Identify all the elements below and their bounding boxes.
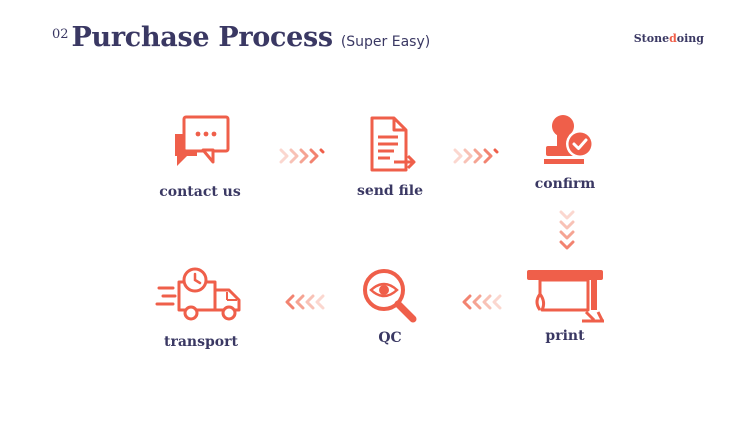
step-transport: transport [146, 266, 256, 350]
brand-name-start: Stone [633, 32, 670, 45]
chevrons-down-icon [559, 210, 575, 250]
step-label: confirm [534, 176, 596, 192]
brand-name-accent: d [669, 32, 677, 45]
chat-bubbles-icon [175, 115, 230, 166]
page-header: 02 Purchase Process (Super Easy) [52, 22, 430, 53]
step-label: send file [356, 183, 424, 199]
step-label: print [545, 328, 585, 344]
step-confirm: confirm [515, 112, 615, 192]
brand-name-end: oing [676, 32, 704, 45]
step-label: transport [164, 334, 238, 350]
step-send-file: send file [340, 115, 440, 199]
step-qc: QC [340, 266, 440, 346]
section-number: 02 [52, 27, 69, 42]
magnifier-eye-icon [363, 269, 417, 323]
chevrons-right-icon [453, 148, 499, 164]
large-printer-icon [527, 270, 604, 323]
document-send-icon [370, 116, 416, 172]
page-title: Purchase Process [71, 22, 334, 53]
step-contact-us: contact us [150, 112, 250, 200]
step-print: print [515, 264, 615, 344]
delivery-truck-clock-icon [155, 267, 241, 321]
chevrons-left-icon [285, 294, 325, 310]
step-label: contact us [159, 184, 241, 200]
brand-logo: Stonedoing [634, 32, 704, 45]
stamp-check-icon [544, 115, 594, 164]
chevrons-left-icon [462, 294, 502, 310]
page-subtitle: (Super Easy) [340, 34, 431, 50]
step-label: QC [378, 330, 402, 346]
chevrons-right-icon [279, 148, 325, 164]
